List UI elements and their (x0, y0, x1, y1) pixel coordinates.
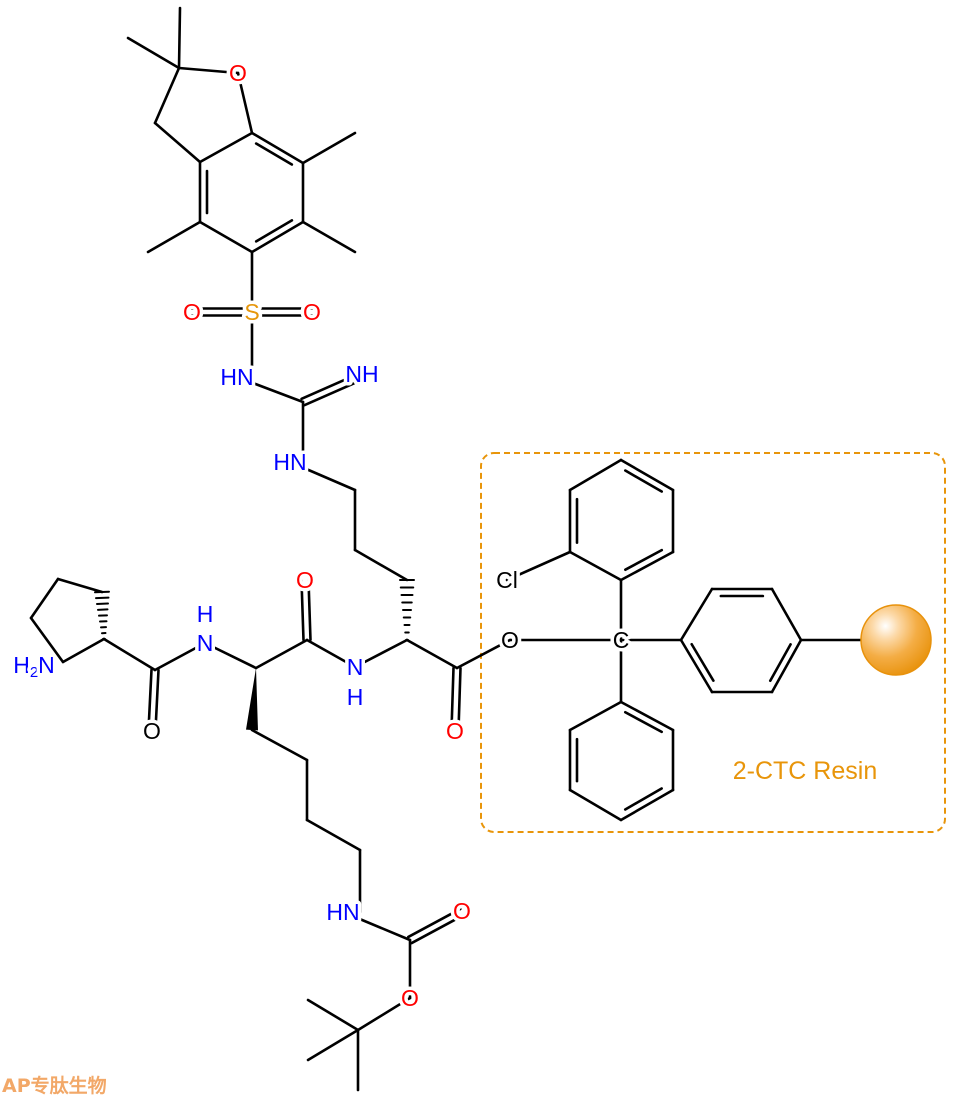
bond (407, 907, 462, 939)
bond (353, 638, 409, 669)
bond (153, 121, 202, 164)
bond (177, 66, 240, 75)
bonds (29, 6, 864, 1092)
bond (770, 587, 803, 642)
bond (198, 220, 254, 254)
bond (457, 666, 462, 732)
bond (306, 1028, 360, 1062)
bond (410, 913, 465, 945)
bond (29, 616, 65, 664)
bond (56, 577, 104, 594)
resin-box (480, 452, 946, 833)
atom-n-amide2: N (347, 654, 364, 680)
bond (353, 548, 409, 582)
bond (254, 142, 294, 166)
bond (624, 548, 664, 572)
atom-o-boc-ether: O (401, 985, 419, 1011)
atom-s: S (244, 299, 259, 325)
bond (154, 668, 160, 732)
bond (250, 220, 305, 254)
bond (568, 700, 623, 732)
bond (254, 219, 294, 243)
bond (770, 638, 803, 694)
bond (341, 910, 412, 942)
bond (619, 458, 675, 492)
atom-h-amide2: H (347, 684, 364, 710)
bond (455, 638, 512, 670)
atom-hn-sulfonyl: HN (220, 364, 253, 390)
bond (307, 578, 312, 642)
bond (619, 788, 675, 822)
bond (198, 131, 254, 164)
bond (61, 637, 106, 664)
bond (356, 996, 412, 1032)
bond (450, 666, 455, 732)
bond (619, 550, 675, 582)
bond (300, 371, 362, 401)
bond (94, 590, 110, 594)
bond (405, 638, 459, 670)
bond (102, 637, 157, 672)
bond (177, 6, 182, 70)
atom-o-sulfonyl-left: O (183, 299, 201, 325)
bond (147, 668, 153, 732)
atom-o-lys-carbonyl: O (296, 567, 314, 593)
bond (623, 710, 663, 734)
bond (235, 375, 305, 404)
atom-o-sulfonyl-right: O (303, 299, 321, 325)
atom-o-pro-carbonyl: O (143, 718, 161, 744)
bond (568, 788, 623, 822)
wedge-bond (246, 668, 258, 731)
atom-hn-guanidine: HN (273, 449, 306, 475)
bond (623, 787, 663, 811)
bond (690, 642, 715, 682)
bond (236, 71, 254, 135)
bond (679, 587, 714, 642)
atom-o-ester: O (501, 627, 519, 653)
bond (305, 818, 362, 852)
bond (203, 641, 258, 670)
atom-h2n: H2N (13, 652, 55, 681)
bond (305, 638, 357, 669)
bond (768, 643, 792, 683)
resin-bead (860, 604, 932, 676)
bond (288, 460, 357, 492)
atom-n-amide1: N (197, 630, 214, 656)
atom-nh-imine: NH (345, 361, 378, 387)
bond (303, 377, 365, 407)
bond (619, 700, 675, 732)
atom-c-trityl: C (613, 627, 630, 653)
bond (126, 36, 181, 70)
bond (250, 131, 305, 165)
atom-hn-boc: HN (326, 899, 359, 925)
bond (300, 578, 305, 642)
bond (95, 596, 110, 600)
bond (306, 998, 360, 1032)
bond (254, 638, 309, 670)
bond (301, 131, 357, 165)
atom-o-boc-carbonyl: O (453, 898, 471, 924)
watermark-logo: AP专肽生物 (2, 1074, 107, 1097)
atom-o-arg-carbonyl: O (446, 718, 464, 744)
bond (301, 220, 357, 254)
bond (153, 641, 207, 672)
atom-h-amide1: H (197, 601, 214, 627)
bond (153, 66, 181, 125)
bond (568, 550, 623, 582)
bond (505, 550, 572, 582)
bond (568, 458, 623, 492)
resin-label: 2-CTC Resin (733, 757, 877, 785)
atom-cl: Cl (496, 567, 518, 593)
bond (29, 577, 60, 620)
atom-o-furan: O (229, 60, 247, 86)
bond (623, 469, 663, 493)
bond (679, 638, 714, 694)
bond (250, 728, 309, 762)
bond (146, 220, 202, 254)
